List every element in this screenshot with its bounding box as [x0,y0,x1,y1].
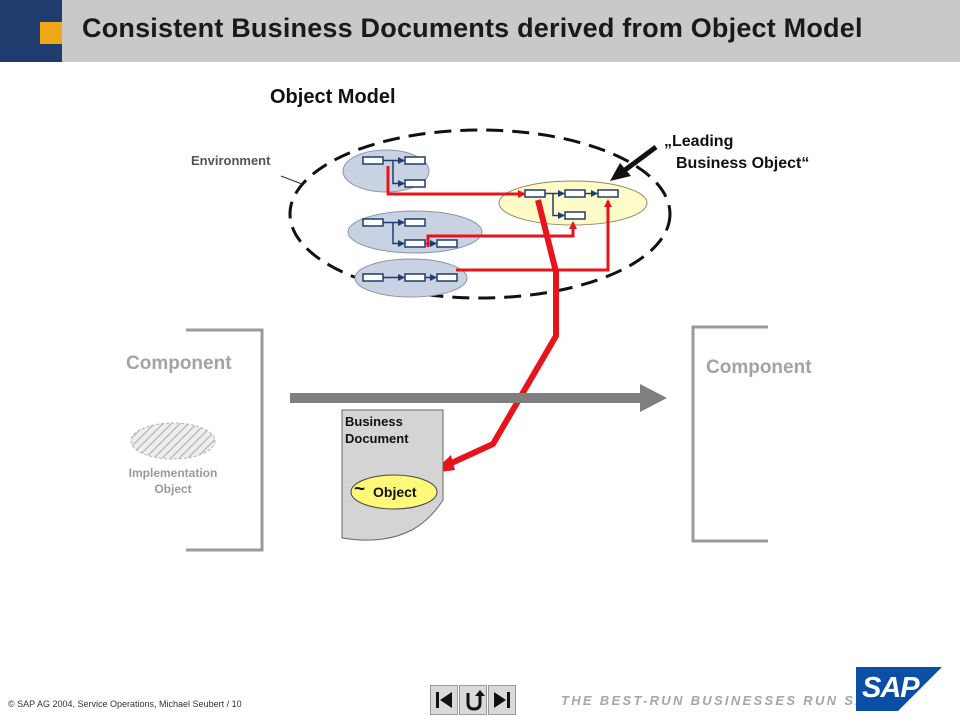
leading-bo-pointer-head [610,163,631,181]
document-object-shape [350,474,438,510]
environment-pointer [280,175,303,185]
nav-back-button[interactable] [459,685,487,715]
business-document-label: Business Document [345,413,409,447]
component-right-label: Component [706,357,812,378]
title-accent-square [40,22,62,44]
footer-tagline: THE BEST-RUN BUSINESSES RUN SAP [561,693,878,708]
environment-object-2 [347,210,483,254]
leading-business-object [498,180,648,226]
nav-last-button[interactable] [488,685,516,715]
leading-bo-line1: „Leading [664,133,734,150]
business-document-line1: Business [345,414,403,429]
sap-logo [856,667,942,711]
sap-logo-text: SAP [862,672,920,704]
first-icon [436,692,452,708]
object-tilde: ~ [354,479,366,500]
page-title: Consistent Business Documents derived fr… [82,13,863,43]
leading-bo-line2: Business Object“ [676,155,810,172]
leading-business-object-label: „Leading Business Object“ [664,131,809,175]
object-label: Object [373,484,417,500]
object-model-title: Object Model [270,86,396,108]
environment-object-1 [342,149,430,193]
leading-bo-pointer [623,144,658,173]
implementation-object-label: Implementation Object [128,466,218,496]
component-left-label: Component [126,353,232,374]
environment-label: Environment [191,153,271,168]
object-relation-connectors [386,166,612,272]
component-left-bracket [186,328,264,552]
environment-object-3 [354,258,468,298]
component-right-bracket [691,325,768,543]
derivation-arrow [443,199,559,469]
object-model-boundary [288,128,672,300]
footer-copyright: © SAP AG 2004, Service Operations, Micha… [8,699,242,709]
business-document-line2: Document [345,431,409,446]
back-icon [466,690,485,711]
transfer-arrow-head [640,384,667,412]
nav-first-button[interactable] [430,685,458,715]
last-icon [494,692,510,708]
implementation-object-shape [130,422,216,460]
title-bar [0,0,960,62]
